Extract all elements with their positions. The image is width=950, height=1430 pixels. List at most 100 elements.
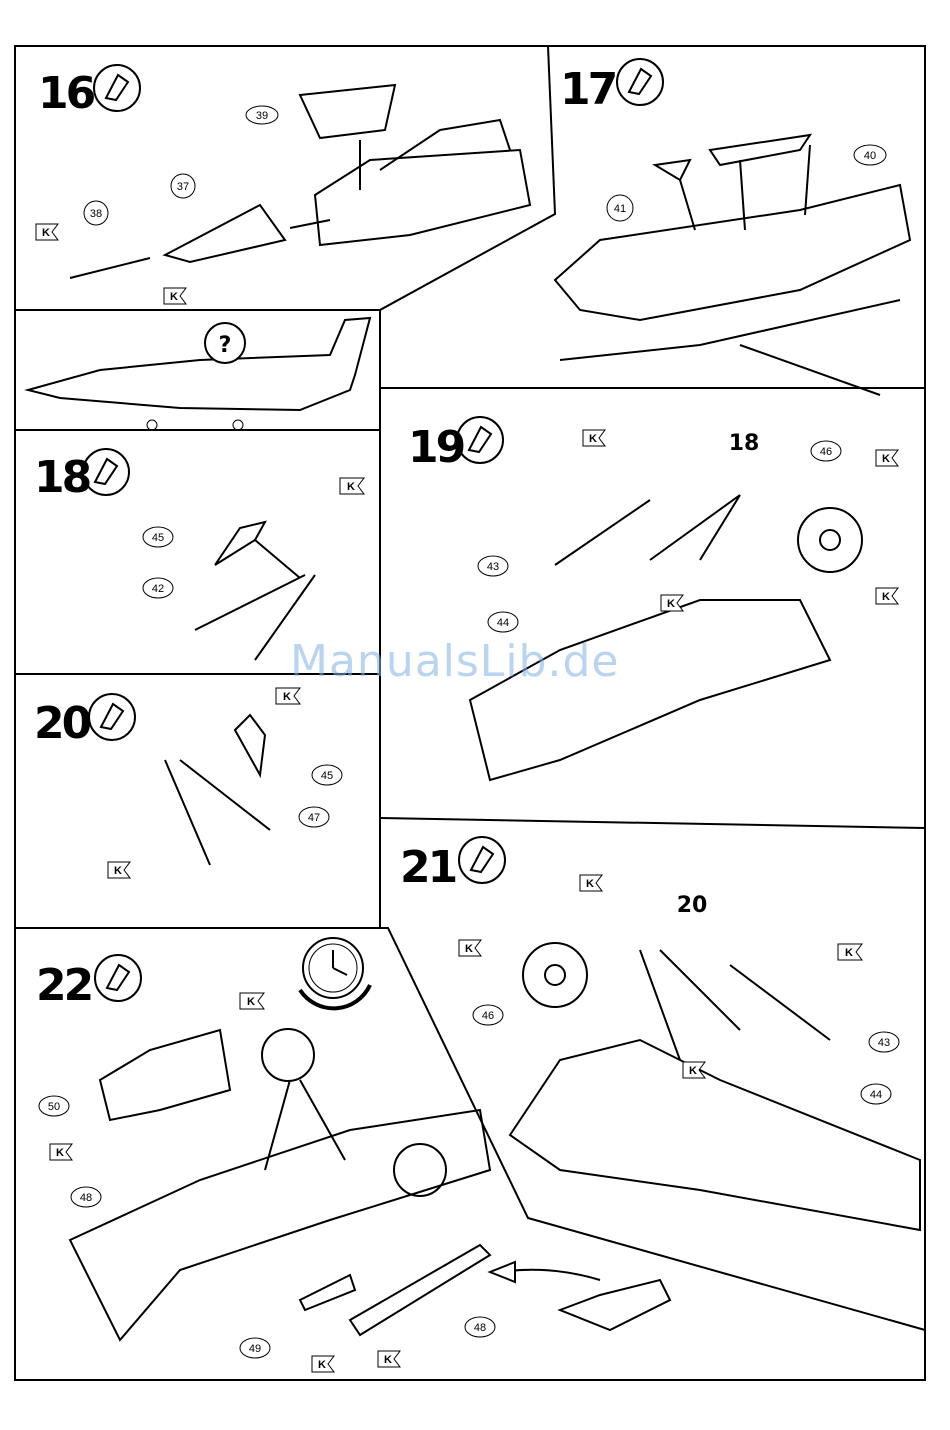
svg-text:43: 43 [878,1037,890,1049]
svg-text:37: 37 [177,181,189,193]
svg-text:41: 41 [614,203,626,215]
svg-text:42: 42 [152,583,164,595]
step-number: 20 [34,698,91,749]
svg-text:K: K [283,691,291,703]
part-47: 47 [299,807,329,827]
svg-text:K: K [882,453,890,465]
panel-borders [15,46,925,1380]
svg-text:K: K [845,947,853,959]
part-37: 37 [171,174,195,198]
color-flag: K [459,940,481,956]
svg-text:K: K [318,1359,326,1371]
part-39: 39 [246,106,278,124]
part-40: 40 [854,145,886,165]
svg-text:K: K [384,1354,392,1366]
part-43: 43 [869,1032,899,1052]
svg-text:K: K [465,943,473,955]
svg-text:K: K [667,598,675,610]
subassembly-callout: 18 [729,431,760,456]
color-flag: K [276,688,300,704]
part-38: 38 [84,201,108,225]
color-flag: K [240,993,264,1009]
paint-icon [457,417,503,463]
color-flag: K [312,1356,334,1372]
paint-icon [83,449,129,495]
color-flag: K [50,1144,72,1160]
svg-text:K: K [56,1147,64,1159]
svg-text:48: 48 [474,1322,486,1334]
paint-icon [617,59,663,105]
svg-text:K: K [589,433,597,445]
paint-icon [459,837,505,883]
paint-icon [89,694,135,740]
color-flag: K [164,288,186,304]
svg-text:44: 44 [497,617,509,629]
color-flag: K [876,450,898,466]
svg-text:K: K [586,878,594,890]
part-46: 46 [811,441,841,461]
step-22: 22 50 [36,938,670,1372]
paint-icon [95,955,141,1001]
clock-icon [300,938,370,1008]
subassembly-callout: 20 [677,893,708,918]
part-44: 44 [861,1084,891,1104]
part-46: 46 [473,1005,503,1025]
svg-text:49: 49 [249,1343,261,1355]
paint-icon [94,65,140,111]
svg-text:K: K [114,865,122,877]
svg-text:48: 48 [80,1192,92,1204]
step-20: 20 45 47 K K [34,688,342,878]
part-43: 43 [478,556,508,576]
color-flag: K [378,1351,400,1367]
svg-text:40: 40 [864,150,876,162]
landing-gear-drawing [165,715,270,865]
svg-text:38: 38 [90,208,102,220]
color-flag: K [36,224,58,240]
color-flag: K [108,862,130,878]
svg-text:K: K [42,227,50,239]
svg-text:K: K [347,481,355,493]
wheel-well-drawing [470,495,862,780]
part-45: 45 [312,765,342,785]
color-flag: K [838,944,862,960]
part-50: 50 [39,1096,69,1116]
part-41: 41 [607,195,633,221]
svg-text:46: 46 [820,446,832,458]
step-number: 21 [400,842,456,893]
svg-text:K: K [689,1065,697,1077]
color-flag: K [661,595,683,611]
svg-text:K: K [170,291,178,303]
svg-text:K: K [247,996,255,1008]
svg-text:39: 39 [256,110,268,122]
svg-text:K: K [882,591,890,603]
step-number: 22 [36,960,91,1011]
nose-cone-drawing [70,85,530,278]
step-18: 18 45 42 K [34,449,364,660]
part-44: 44 [488,612,518,632]
part-48: 48 [465,1317,495,1337]
part-49: 49 [240,1338,270,1358]
step-17: 17 40 41 [555,59,910,395]
step-19: 19 18 46 43 44 K [408,417,898,780]
step-number: 16 [38,68,95,119]
color-flag: K [340,478,364,494]
svg-text:50: 50 [48,1101,60,1113]
fuselage-drawing [555,135,910,395]
svg-text:45: 45 [152,532,164,544]
svg-text:43: 43 [487,561,499,573]
step-number: 18 [34,452,90,503]
svg-text:47: 47 [308,812,320,824]
color-flag: K [583,430,605,446]
question-mark: ? [219,333,232,358]
svg-text:44: 44 [870,1089,882,1101]
aircraft-reference: ? [28,318,370,430]
svg-text:46: 46 [482,1010,494,1022]
step-number: 17 [560,64,616,115]
color-flag: K [876,588,898,604]
wheel-well-drawing [510,943,920,1230]
part-45: 45 [143,527,173,547]
part-48: 48 [71,1187,101,1207]
part-42: 42 [143,578,173,598]
step-number: 19 [408,422,464,473]
nose-gear-drawing [70,1029,670,1340]
